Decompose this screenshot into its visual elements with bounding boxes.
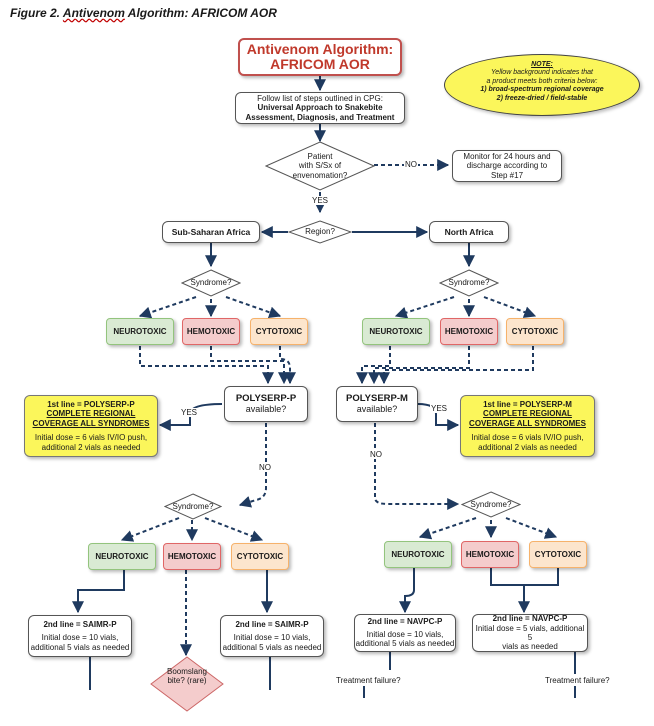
cpg-line-3: Assessment, Diagnosis, and Treatment — [245, 112, 395, 122]
first-p-dose-1: Initial dose = 6 vials IV/IO push, — [34, 433, 148, 443]
cpg-box: Follow list of steps outlined in CPG: Un… — [235, 92, 405, 124]
note-line-2: a product meets both criteria below: — [486, 77, 598, 85]
figure-caption: Figure 2. Antivenom Algorithm: AFRICOM A… — [10, 6, 277, 20]
hemotoxic-north: HEMOTOXIC — [440, 318, 498, 345]
first-m-head: 1st line = POLYSERP-M — [483, 399, 572, 409]
polyserp-p-available: available? — [245, 404, 287, 415]
syndrome-diamond-south — [181, 269, 241, 297]
no-label-polyserp-m: NO — [369, 450, 383, 459]
navpc-neuro-head: 2nd line = NAVPC-P — [367, 617, 443, 627]
second-line-navpc-hemo-cyto: 2nd line = NAVPC-P Initial dose = 5 vial… — [472, 614, 588, 652]
syndrome-diamond-south-2 — [164, 493, 222, 520]
hemotoxic-south: HEMOTOXIC — [182, 318, 240, 345]
polyserp-p-question: POLYSERP-P available? — [224, 386, 308, 422]
second-line-saimr-cyto: 2nd line = SAIMR-P Initial dose = 10 via… — [220, 615, 324, 657]
second-line-saimr-neuro: 2nd line = SAIMR-P Initial dose = 10 via… — [28, 615, 132, 657]
boomslang-line-2: bite? (rare) — [167, 676, 207, 685]
region-sub-saharan: Sub-Saharan Africa — [162, 221, 260, 243]
note-line-3: 1) broad-spectrum regional coverage — [480, 86, 604, 94]
region-question: Region? — [305, 227, 335, 237]
cpg-line-2: Universal Approach to Snakebite — [257, 103, 383, 113]
boomslang-diamond — [150, 656, 224, 712]
first-m-dose-1: Initial dose = 6 vials IV/IO push, — [471, 433, 584, 443]
yes-label-polyserp-p: YES — [180, 408, 199, 417]
region-north-africa: North Africa — [429, 221, 509, 243]
hemotoxic-north-2: HEMOTOXIC — [461, 541, 519, 568]
envenom-line-3: envenomation? — [292, 170, 348, 180]
navpc-hc-dose-2: vials as needed — [502, 642, 558, 652]
cytotoxic-north-2: CYTOTOXIC — [529, 541, 587, 568]
cpg-line-1: Follow list of steps outlined in CPG: — [257, 93, 383, 103]
first-m-coverage-1: COMPLETE REGIONAL — [483, 409, 572, 419]
region-diamond — [288, 220, 352, 244]
saimr-neuro-dose-2: additional 5 vials as needed — [30, 642, 130, 652]
title-line-1: Antivenom Algorithm: — [246, 41, 394, 58]
first-p-head: 1st line = POLYSERP-P — [47, 399, 135, 409]
neurotoxic-south: NEUROTOXIC — [106, 318, 174, 345]
saimr-neuro-head: 2nd line = SAIMR-P — [43, 619, 117, 629]
first-m-coverage-2: COVERAGE ALL SYNDROMES — [469, 418, 586, 428]
navpc-neuro-dose-1: Initial dose = 10 vials, — [366, 629, 444, 639]
note-ellipse: NOTE: Yellow background indicates that a… — [444, 54, 640, 116]
polyserp-m-available: available? — [356, 404, 398, 415]
first-line-polyserp-m: 1st line = POLYSERP-M COMPLETE REGIONAL … — [460, 395, 595, 457]
algorithm-title: Antivenom Algorithm: AFRICOM AOR — [238, 38, 402, 76]
no-label-polyserp-p: NO — [258, 463, 272, 472]
neurotoxic-south-2: NEUROTOXIC — [88, 543, 156, 570]
syndrome-diamond-north — [439, 269, 499, 297]
syndrome-question-north-2: Syndrome? — [470, 499, 512, 509]
hemotoxic-south-2: HEMOTOXIC — [163, 543, 221, 570]
monitor-line-2: discharge according to — [466, 161, 548, 171]
monitor-box: Monitor for 24 hours and discharge accor… — [452, 150, 562, 182]
first-p-coverage-2: COVERAGE ALL SYNDROMES — [32, 418, 150, 428]
first-line-polyserp-p: 1st line = POLYSERP-P COMPLETE REGIONAL … — [24, 395, 158, 457]
note-line-1: Yellow background indicates that — [491, 69, 593, 77]
polyserp-m-question: POLYSERP-M available? — [336, 386, 418, 422]
no-label-envenomation: NO — [404, 160, 418, 169]
boomslang-line-1: Boomslang — [166, 666, 208, 676]
syndrome-question-south: Syndrome? — [190, 278, 232, 288]
saimr-cyto-dose-1: Initial dose = 10 vials, — [233, 633, 311, 643]
first-m-dose-2: additional 2 vials as needed — [478, 442, 577, 452]
monitor-line-3: Step #17 — [490, 170, 524, 180]
neurotoxic-north: NEUROTOXIC — [362, 318, 430, 345]
figure-underlined-word: Antivenom — [62, 6, 125, 20]
polyserp-m-name: POLYSERP-M — [346, 393, 408, 405]
monitor-line-1: Monitor for 24 hours and — [463, 151, 551, 161]
envenom-line-1: Patient — [307, 152, 333, 162]
saimr-cyto-head: 2nd line = SAIMR-P — [235, 619, 309, 629]
syndrome-question-north: Syndrome? — [448, 278, 490, 288]
title-line-2: AFRICOM AOR — [270, 56, 370, 72]
envenom-line-2: with S/Sx of — [298, 161, 342, 171]
note-line-4: 2) freeze-dried / field-stable — [496, 94, 588, 102]
navpc-neuro-dose-2: additional 5 vials as needed — [355, 639, 455, 649]
treatment-failure-hemo-cyto: Treatment failure? — [545, 676, 610, 685]
second-line-navpc-neuro: 2nd line = NAVPC-P Initial dose = 10 via… — [354, 614, 456, 652]
cytotoxic-south-2: CYTOTOXIC — [231, 543, 289, 570]
polyserp-p-name: POLYSERP-P — [235, 393, 297, 405]
navpc-hc-dose-1: Initial dose = 5 vials, additional 5 — [475, 623, 585, 642]
cytotoxic-north: CYTOTOXIC — [506, 318, 564, 345]
cytotoxic-south: CYTOTOXIC — [250, 318, 308, 345]
note-title: NOTE: — [531, 61, 553, 68]
yes-label-polyserp-m: YES — [430, 404, 449, 413]
yes-label-envenomation: YES — [311, 196, 330, 205]
treatment-failure-neuro: Treatment failure? — [336, 676, 401, 685]
first-p-coverage-1: COMPLETE REGIONAL — [46, 409, 136, 419]
syndrome-diamond-north-2 — [461, 491, 521, 518]
neurotoxic-north-2: NEUROTOXIC — [384, 541, 452, 568]
syndrome-question-south-2: Syndrome? — [172, 501, 214, 511]
saimr-cyto-dose-2: additional 5 vials as needed — [222, 642, 322, 652]
figure-suffix: Algorithm: AFRICOM AOR — [124, 6, 277, 20]
saimr-neuro-dose-1: Initial dose = 10 vials, — [41, 633, 119, 643]
figure-prefix: Figure 2. — [10, 6, 63, 20]
navpc-hc-head: 2nd line = NAVPC-P — [492, 614, 568, 624]
first-p-dose-2: additional 2 vials as needed — [41, 442, 141, 452]
envenomation-diamond — [265, 141, 375, 191]
